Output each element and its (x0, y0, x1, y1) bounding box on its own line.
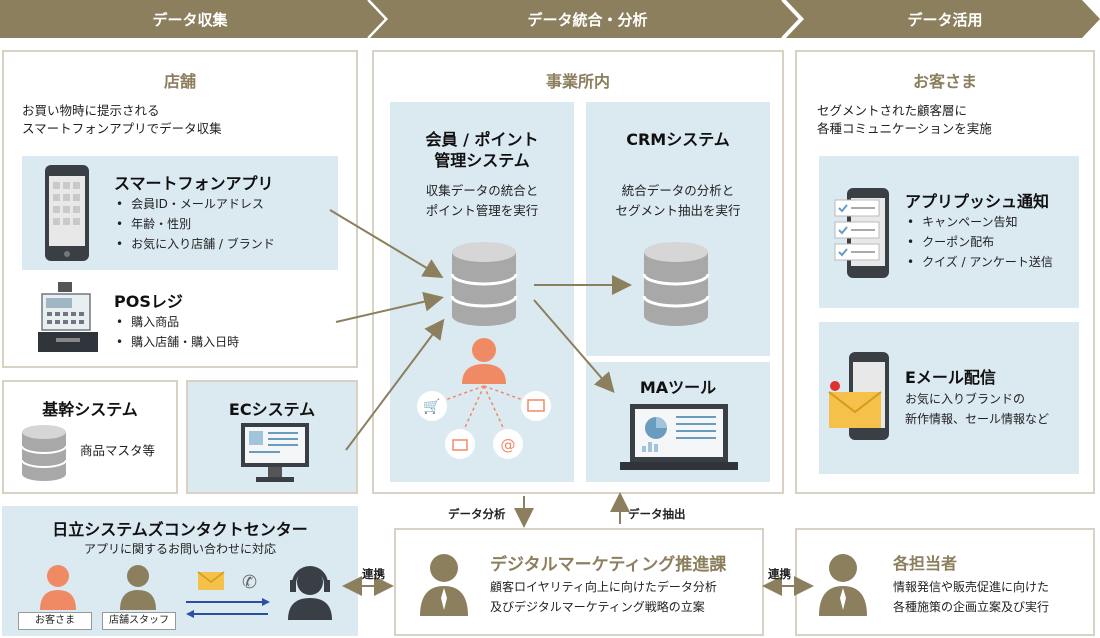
office-panel: 事業所内 会員 / ポイント 管理システム 収集データの統合と ポイント管理を実… (372, 50, 784, 494)
ma-title: MAツール (639, 378, 717, 397)
contact-desc: アプリに関するお問い合わせに対応 (83, 542, 276, 556)
store-desc-1: お買い物時に提示される (22, 103, 160, 118)
ec-system-panel: ECシステム (186, 380, 358, 494)
headset-operator-icon (288, 566, 332, 620)
push-item: クーポン配布 (907, 232, 1053, 252)
staff-person-icon (819, 554, 867, 616)
digital-marketing-panel: デジタルマーケティング推進課 顧客ロイヤリティ向上に向けたデータ分析 及びデジタ… (394, 528, 764, 636)
database-icon (642, 242, 710, 326)
svg-text:@: @ (501, 436, 516, 454)
ec-title: ECシステム (228, 400, 316, 419)
link-left-label: 連携 (362, 567, 385, 581)
member-title-2: 管理システム (434, 151, 530, 170)
mail-phone-icon: ✆ (186, 571, 270, 618)
member-desc-2: ポイント管理を実行 (425, 203, 539, 218)
stage-utilize: データ活用 (907, 10, 983, 29)
monitor-icon (241, 423, 309, 482)
marketer-person-icon (420, 554, 468, 616)
stage-integrate: データ統合・分析 (527, 10, 648, 29)
staff-person-icon (120, 565, 156, 610)
push-notification-icon (834, 188, 889, 278)
member-desc-1: 収集データの統合と (425, 183, 539, 198)
crm-desc-2: セグメント抽出を実行 (615, 203, 741, 218)
crm-title: CRMシステム (626, 130, 730, 149)
core-title: 基幹システム (42, 400, 138, 419)
app-item: 会員ID・メールアドレス (116, 194, 275, 214)
app-item: お気に入り店舗 / ブランド (116, 234, 275, 254)
mail-desc-1: お気に入りブランドの (905, 392, 1026, 406)
staff-title: 各担当者 (893, 554, 958, 573)
customer-person-icon (40, 565, 76, 610)
pos-register-icon (38, 282, 98, 352)
stage-collect: データ収集 (152, 10, 228, 29)
email-icon (828, 352, 889, 440)
dm-title: デジタルマーケティング推進課 (490, 555, 727, 575)
core-system-panel: 基幹システム 商品マスタ等 (2, 380, 178, 494)
dm-desc-2: 及びデジタルマーケティング戦略の立案 (490, 600, 705, 614)
staff-label: 店舗スタッフ (102, 612, 176, 630)
pos-item: 購入商品 (116, 312, 239, 332)
analysis-label: データ分析 (448, 507, 506, 521)
customer-label: お客さま (18, 612, 92, 630)
store-panel: 店舗 お買い物時に提示される スマートフォンアプリでデータ収集 スマートフォンア… (2, 50, 358, 368)
staff-desc-1: 情報発信や販売促進に向けた (893, 580, 1050, 594)
contact-title: 日立システムズコンタクトセンター (52, 520, 308, 539)
member-title-1: 会員 / ポイント (425, 130, 539, 149)
dm-desc-1: 顧客ロイヤリティ向上に向けたデータ分析 (490, 580, 717, 594)
push-item: クイズ / アンケート送信 (907, 252, 1053, 272)
pos-item: 購入店舗・購入日時 (116, 332, 239, 352)
app-title: スマートフォンアプリ (114, 174, 274, 193)
push-item: キャンペーン告知 (907, 212, 1053, 232)
office-title: 事業所内 (545, 72, 610, 91)
core-desc: 商品マスタ等 (80, 443, 156, 458)
mail-title: Eメール配信 (905, 368, 996, 387)
database-icon (450, 242, 518, 326)
store-desc-2: スマートフォンアプリでデータ収集 (22, 121, 222, 136)
customer-panel: お客さま セグメントされた顧客層に 各種コミュニケーションを実施 アプリプッシュ… (795, 50, 1095, 494)
staff-panel: 各担当者 情報発信や販売促進に向けた 各種施策の企画立案及び実行 (795, 528, 1095, 636)
svg-text:✆: ✆ (242, 572, 257, 593)
stage-header (0, 0, 1100, 39)
laptop-icon (620, 404, 738, 470)
app-items: 会員ID・メールアドレス 年齢・性別 お気に入り店舗 / ブランド (116, 194, 275, 254)
customer-desc-2: 各種コミュニケーションを実施 (817, 121, 992, 136)
extract-label: データ抽出 (628, 507, 686, 521)
customer-title: お客さま (912, 72, 977, 91)
database-icon (21, 425, 67, 481)
smartphone-icon (45, 165, 89, 261)
push-items: キャンペーン告知 クーポン配布 クイズ / アンケート送信 (907, 212, 1053, 272)
crm-desc-1: 統合データの分析と (621, 183, 735, 198)
customer-channels-icon: 🛒 @ (417, 338, 551, 459)
store-title: 店舗 (163, 72, 196, 91)
push-title: アプリプッシュ通知 (905, 192, 1050, 211)
mail-desc-2: 新作情報、セール情報など (905, 412, 1050, 426)
staff-desc-2: 各種施策の企画立案及び実行 (893, 600, 1050, 614)
link-right-label: 連携 (768, 567, 791, 581)
svg-text:🛒: 🛒 (423, 398, 440, 415)
pos-title: POSレジ (114, 292, 183, 311)
customer-desc-1: セグメントされた顧客層に (817, 103, 968, 118)
pos-items: 購入商品 購入店舗・購入日時 (116, 312, 239, 352)
app-item: 年齢・性別 (116, 214, 275, 234)
contact-center-panel: 日立システムズコンタクトセンター アプリに関するお問い合わせに対応 お客さま 店… (2, 506, 358, 636)
